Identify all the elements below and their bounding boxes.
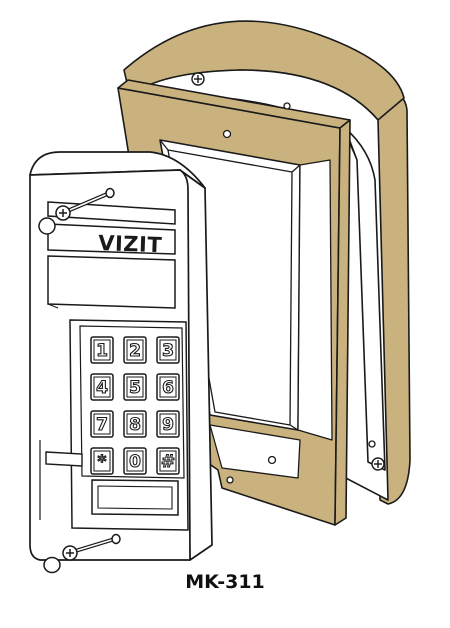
reader-slot bbox=[91, 479, 179, 516]
screw-hole bbox=[368, 440, 376, 448]
keypad-key-hash[interactable]: # bbox=[156, 447, 180, 475]
model-label: MK-311 bbox=[185, 571, 265, 593]
panel-top bbox=[29, 151, 206, 189]
keypad-key-1[interactable]: 1 bbox=[90, 336, 114, 364]
screw-icon bbox=[55, 205, 71, 221]
keypad-key-label: * bbox=[98, 452, 107, 472]
screw-hole bbox=[283, 102, 291, 110]
brand-logo: VIZIT bbox=[98, 231, 163, 257]
screw-hole bbox=[267, 455, 277, 465]
fastening-screw-lower bbox=[43, 533, 121, 574]
side-latch bbox=[39, 440, 83, 520]
speaker-plate bbox=[47, 255, 176, 309]
keypad-key-label: 6 bbox=[162, 378, 174, 398]
keypad-key-label: 0 bbox=[129, 452, 141, 472]
keypad-key-label: # bbox=[161, 452, 175, 472]
keypad-key-4[interactable]: 4 bbox=[90, 373, 114, 401]
keypad-key-label: 5 bbox=[129, 378, 141, 398]
frame-wall-opening bbox=[297, 159, 333, 441]
keypad-key-2[interactable]: 2 bbox=[123, 336, 147, 364]
keypad-key-7[interactable]: 7 bbox=[90, 410, 114, 438]
keypad-key-label: 7 bbox=[96, 415, 108, 435]
keypad-key-label: 8 bbox=[129, 415, 141, 435]
keypad-key-star[interactable]: * bbox=[90, 447, 114, 475]
keypad-key-label: 3 bbox=[162, 341, 174, 361]
keypad-key-label: 9 bbox=[162, 415, 174, 435]
frame-side-edge bbox=[334, 119, 351, 526]
fastening-screw-upper bbox=[38, 187, 115, 235]
screw-hole bbox=[222, 129, 232, 139]
keypad-key-label: 2 bbox=[129, 341, 141, 361]
screw-icon bbox=[371, 457, 385, 471]
keypad-key-8[interactable]: 8 bbox=[123, 410, 147, 438]
keypad-key-3[interactable]: 3 bbox=[156, 336, 180, 364]
keypad-key-6[interactable]: 6 bbox=[156, 373, 180, 401]
keypad-key-9[interactable]: 9 bbox=[156, 410, 180, 438]
screw-icon bbox=[191, 72, 205, 86]
frame-lower-recess bbox=[209, 424, 301, 479]
logo-plate bbox=[47, 223, 176, 255]
keypad-key-5[interactable]: 5 bbox=[123, 373, 147, 401]
screw-icon bbox=[62, 545, 78, 561]
keypad-key-label: 1 bbox=[96, 341, 108, 361]
keypad: 1 2 3 4 5 6 7 8 9 * 0 # bbox=[90, 336, 180, 475]
screw-hole bbox=[226, 476, 234, 484]
keypad-key-0[interactable]: 0 bbox=[123, 447, 147, 475]
keypad-key-label: 4 bbox=[96, 378, 108, 398]
protective-hood bbox=[123, 20, 411, 505]
